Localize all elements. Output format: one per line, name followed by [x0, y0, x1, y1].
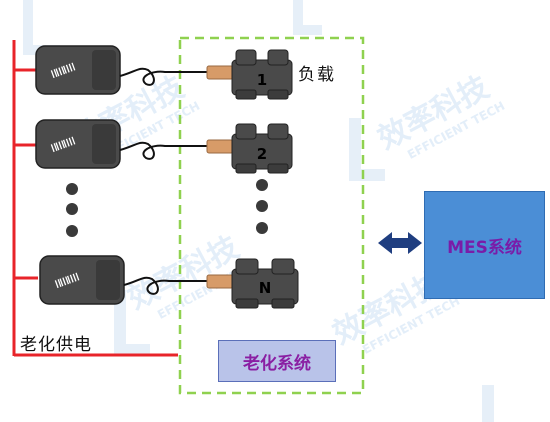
ellipsis-left [66, 183, 78, 237]
cable-icon [119, 141, 208, 160]
scanner-unit-n [39, 255, 125, 305]
barcode-icon [50, 62, 76, 79]
aging-system-box: 老化系统 [218, 340, 336, 382]
load-number: N [259, 279, 272, 297]
load-module-icon [231, 268, 299, 305]
aging-system-label: 老化系统 [243, 353, 311, 374]
connector-plugs [206, 65, 234, 289]
scanner-unit-2 [35, 119, 121, 169]
load-number: 1 [257, 71, 267, 89]
load-module-1: 1 [231, 49, 293, 100]
load-module-n: N [231, 258, 299, 309]
barcode-icon [54, 272, 80, 289]
scanner-unit-1 [35, 45, 121, 95]
load-label: 负载 [298, 65, 336, 85]
load-module-icon [231, 59, 293, 96]
load-number: 2 [257, 145, 267, 163]
connector-plug-icon [206, 274, 234, 289]
cable-icon [119, 67, 208, 86]
ellipsis-right [256, 179, 268, 234]
mes-system-label: MES系统 [447, 237, 522, 258]
aging-area-frame [178, 36, 365, 395]
mes-system-box: MES系统 [424, 191, 545, 299]
connector-plug-icon [206, 139, 234, 154]
double-arrow-icon [378, 232, 422, 254]
load-module-icon [231, 133, 293, 170]
power-lines [12, 40, 178, 357]
cables [119, 67, 208, 295]
connector-plug-icon [206, 65, 234, 80]
aging-power-supply-label: 老化供电 [20, 335, 92, 355]
barcode-icon [50, 136, 76, 153]
cable-icon [123, 276, 208, 295]
load-module-2: 2 [231, 123, 293, 174]
